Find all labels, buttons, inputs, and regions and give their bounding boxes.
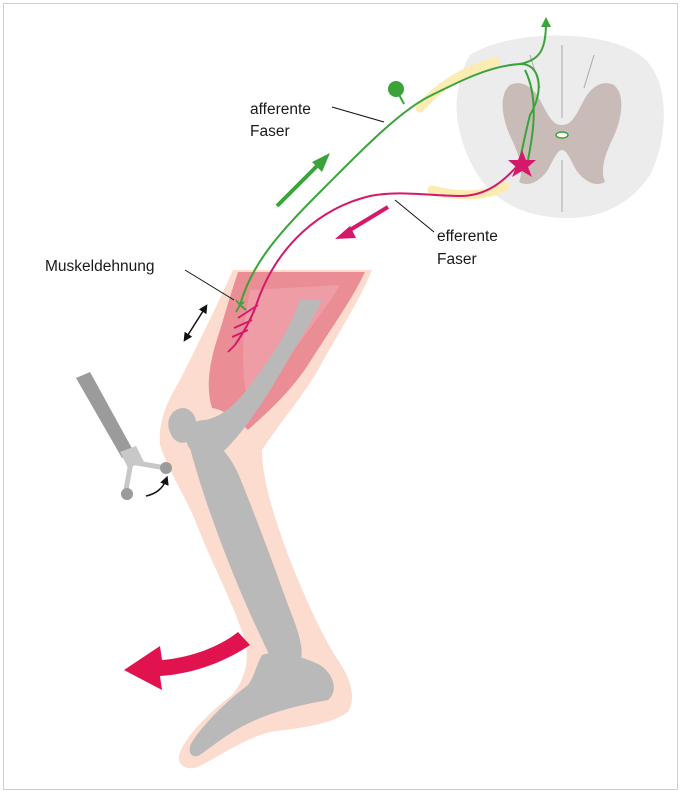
stretch-double-arrow (186, 308, 205, 338)
hammer-swing-arrow (146, 480, 166, 496)
reflex-hammer (76, 372, 172, 500)
efferent-direction-arrow (335, 207, 388, 239)
efferent-leader-line (395, 200, 434, 232)
central-canal (556, 132, 568, 138)
afferent-direction-arrow (277, 153, 330, 206)
afferent-leader-line (332, 107, 384, 122)
efferent-label-line1: efferente (437, 227, 498, 246)
muscle-stretch-label: Muskeldehnung (45, 257, 154, 276)
afferent-label-line2: Faser (250, 122, 290, 141)
afferent-label-line1: afferente (250, 100, 311, 119)
efferent-label-line2: Faser (437, 250, 477, 269)
leg-movement-arrow (124, 632, 250, 690)
